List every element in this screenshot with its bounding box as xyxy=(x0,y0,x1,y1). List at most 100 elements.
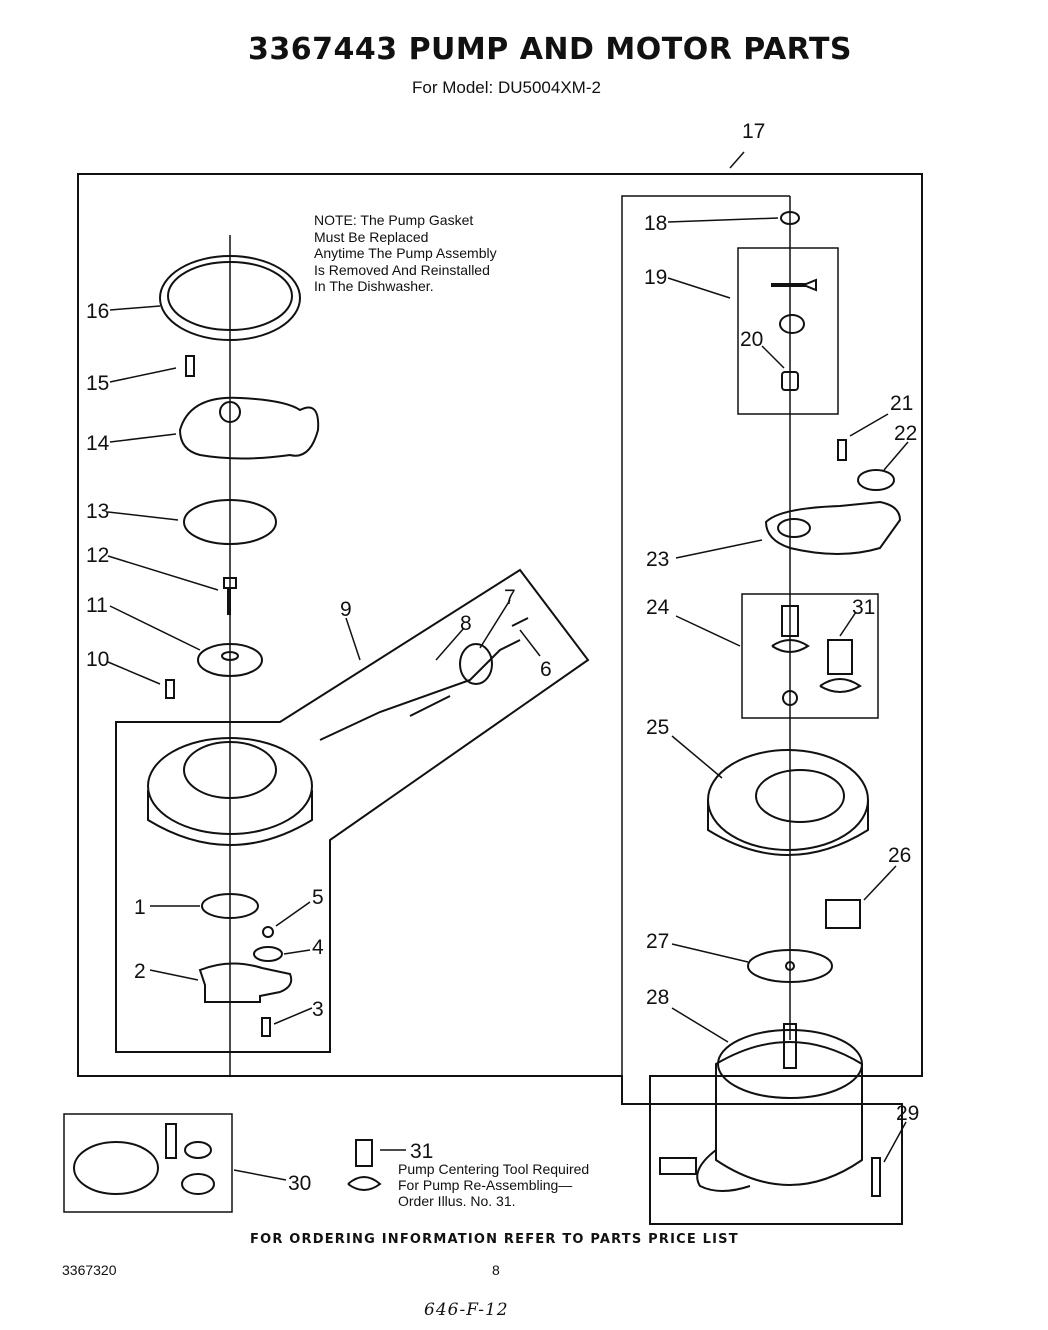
callout-5: 5 xyxy=(312,886,324,909)
document-number: 3367320 xyxy=(62,1262,117,1278)
kit-screw xyxy=(165,1123,177,1159)
washer-27 xyxy=(747,949,833,983)
mount-inner xyxy=(755,769,845,823)
screw-6 xyxy=(511,617,529,627)
centering-tool-31-lower xyxy=(347,1139,382,1191)
callout-11: 11 xyxy=(86,594,108,617)
note-line: Anytime The Pump Assembly xyxy=(314,245,497,261)
box-19 xyxy=(737,247,839,415)
gasket-inner xyxy=(167,261,293,331)
callout-22: 22 xyxy=(894,422,917,445)
callout-10: 10 xyxy=(86,648,109,671)
valve-body-8 xyxy=(459,643,493,685)
callout-27: 27 xyxy=(646,930,669,953)
washer-hole xyxy=(785,961,795,971)
page-title: 3367443 PUMP AND MOTOR PARTS xyxy=(248,32,853,67)
callout-21: 21 xyxy=(890,392,913,415)
callout-2: 2 xyxy=(134,960,146,983)
callout-6: 6 xyxy=(540,658,552,681)
o-ring-13 xyxy=(183,499,277,545)
callout-31-lower: 31 xyxy=(410,1140,433,1163)
clip-26 xyxy=(825,899,861,929)
nut xyxy=(782,690,798,706)
impeller-hub xyxy=(221,651,239,661)
callout-28: 28 xyxy=(646,986,669,1009)
motor-wire xyxy=(696,1149,751,1192)
callout-13: 13 xyxy=(86,500,109,523)
centering-tool-note: Pump Centering Tool Required For Pump Re… xyxy=(398,1161,589,1209)
kit-gasket xyxy=(73,1141,159,1195)
callout-4: 4 xyxy=(312,936,324,959)
gasket-22 xyxy=(857,469,895,491)
callout-16: 16 xyxy=(86,300,109,323)
pump-gasket-16 xyxy=(159,255,301,341)
wire-connector xyxy=(659,1157,697,1175)
screw-29 xyxy=(871,1157,881,1197)
spring-20 xyxy=(779,314,805,334)
callout-19: 19 xyxy=(644,266,667,289)
callout-18: 18 xyxy=(644,212,667,235)
screw-3 xyxy=(261,1017,271,1037)
note-line: Is Removed And Reinstalled xyxy=(314,261,490,278)
spring xyxy=(409,695,451,717)
motor-shaft xyxy=(783,1023,797,1069)
mount-base xyxy=(707,800,869,856)
callout-31-right: 31 xyxy=(852,596,875,619)
callout-12: 12 xyxy=(86,544,109,567)
housing-inner xyxy=(183,741,277,799)
pump-cover-14 xyxy=(178,396,320,460)
callout-17: 17 xyxy=(742,120,765,143)
callout-25: 25 xyxy=(646,716,669,739)
filter-1 xyxy=(201,893,259,919)
housing-base xyxy=(147,790,313,846)
bracket-23 xyxy=(764,500,902,555)
impeller-11 xyxy=(197,643,263,677)
callout-29: 29 xyxy=(896,1102,919,1125)
kit-ring-small xyxy=(184,1141,212,1159)
bushing-20 xyxy=(781,371,799,391)
ring-4 xyxy=(253,946,283,962)
kit-ring-large xyxy=(181,1173,215,1195)
callout-23: 23 xyxy=(646,548,669,571)
bolt-12 xyxy=(223,577,237,615)
callout-1: 1 xyxy=(134,896,146,919)
shaft-seal-24 xyxy=(771,605,810,653)
callout-9: 9 xyxy=(340,598,352,621)
motor-top xyxy=(717,1029,863,1099)
note-line: Must Be Replaced xyxy=(314,228,429,245)
box-24 xyxy=(741,593,879,719)
tool-note-line: For Pump Re-Assembling— xyxy=(398,1177,573,1193)
seal-18 xyxy=(780,211,800,225)
callout-15: 15 xyxy=(86,372,109,395)
center-line-left xyxy=(229,195,790,1077)
screw-10 xyxy=(165,679,175,699)
bracket-hole xyxy=(777,518,811,538)
screw-15 xyxy=(185,355,195,377)
callout-3: 3 xyxy=(312,998,324,1021)
tool-note-line: Order Illus. No. 31. xyxy=(398,1193,516,1209)
ordering-info: FOR ORDERING INFORMATION REFER TO PARTS … xyxy=(250,1232,739,1247)
ball-5 xyxy=(262,926,274,938)
note-line: In The Dishwasher. xyxy=(314,278,434,294)
callout-labels: 1 2 3 4 5 6 7 8 9 10 11 12 13 14 15 16 1… xyxy=(86,120,919,1195)
callout-8: 8 xyxy=(460,612,472,635)
callout-24: 24 xyxy=(646,596,670,619)
callout-26: 26 xyxy=(888,844,911,867)
handwritten-code: 646-F-12 xyxy=(424,1300,509,1320)
pump-gasket-note: NOTE: The Pump Gasket Must Be Replaced A… xyxy=(314,212,497,295)
motor-28 xyxy=(715,1041,863,1186)
pump-subassembly-box xyxy=(115,568,590,1053)
callout-30: 30 xyxy=(288,1172,311,1195)
page-number: 8 xyxy=(492,1262,500,1278)
pump-base-2 xyxy=(198,962,293,1003)
model-subtitle: For Model: DU5004XM-2 xyxy=(412,78,601,97)
valve-assembly-9 xyxy=(319,639,521,741)
cover-hub xyxy=(219,401,241,423)
tool-note-line: Pump Centering Tool Required xyxy=(398,1161,590,1177)
callout-14: 14 xyxy=(86,432,110,455)
leader-lines xyxy=(107,151,909,1181)
callout-7: 7 xyxy=(504,586,516,609)
screw-21 xyxy=(837,439,847,461)
callout-20: 20 xyxy=(740,328,763,351)
